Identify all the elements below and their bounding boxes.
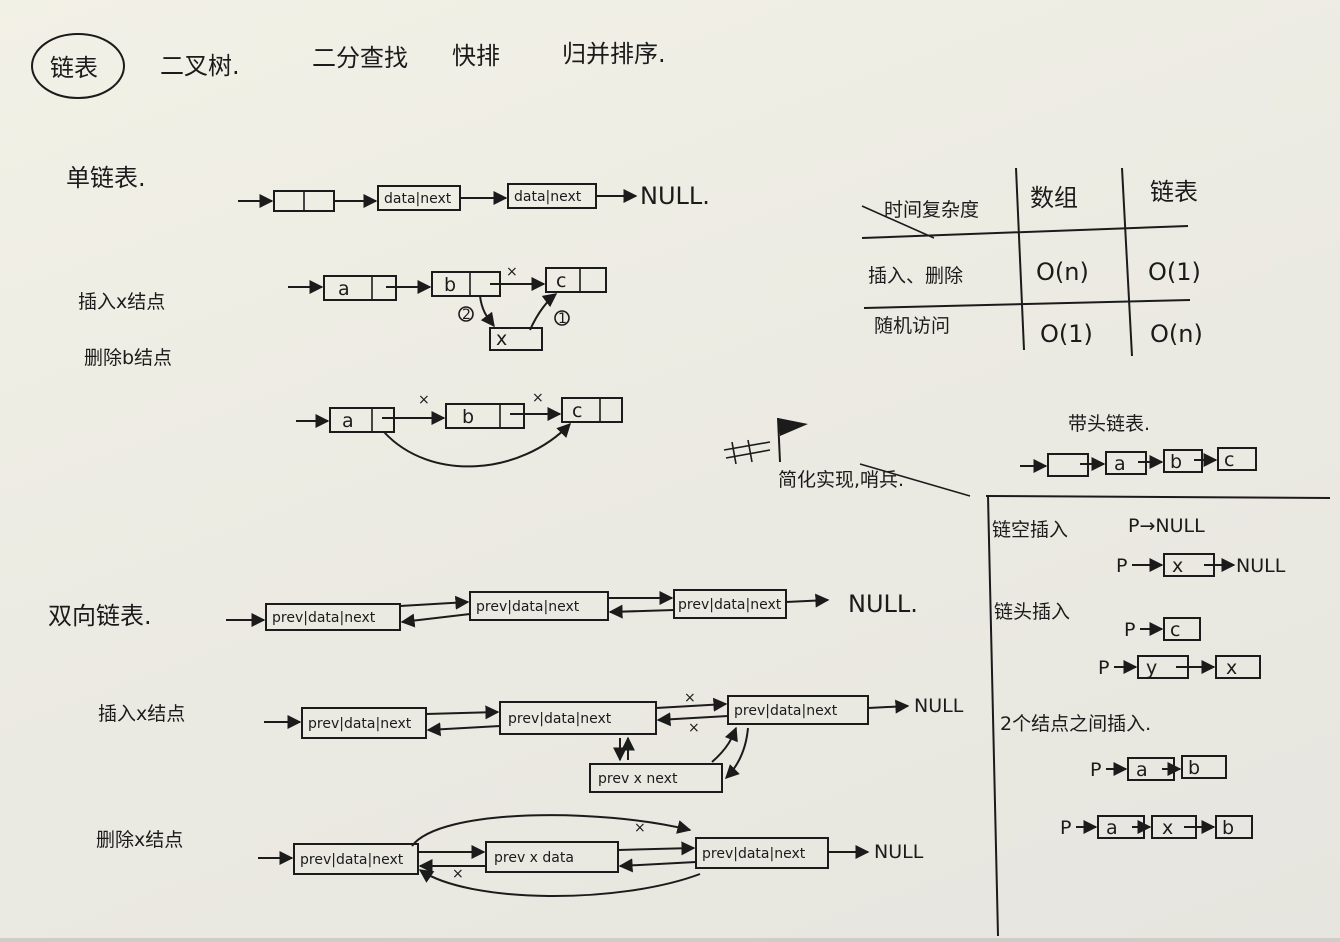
svg-text:prev|data|next: prev|data|next bbox=[734, 703, 838, 719]
doubly-insert-label: 插入x结点 bbox=[98, 703, 185, 725]
complexity-table: 时间复杂度 数组 链表 插入、删除 O(n) O(1) 随机访问 O(1) O(… bbox=[861, 167, 1203, 357]
topic-binary-tree: 二叉树. bbox=[160, 52, 240, 80]
svg-text:×: × bbox=[688, 720, 700, 736]
complexity-col-array: 数组 bbox=[1030, 184, 1078, 212]
svg-text:×: × bbox=[452, 866, 464, 882]
svg-text:×: × bbox=[532, 390, 544, 406]
empty-insert-p: P bbox=[1116, 555, 1127, 577]
svg-text:data|next: data|next bbox=[384, 191, 452, 207]
del-node-c: c bbox=[572, 400, 582, 422]
topic-binary-search: 二分查找 bbox=[312, 44, 408, 72]
svg-text:data|next: data|next bbox=[514, 189, 582, 205]
svg-text:×: × bbox=[418, 392, 430, 408]
doubly-delete-x bbox=[485, 841, 619, 873]
ins-node-c: c bbox=[556, 270, 566, 292]
doubly-node-1 bbox=[265, 603, 401, 631]
singly-insert-label: 插入x结点 bbox=[78, 291, 165, 313]
svg-text:×: × bbox=[634, 820, 646, 836]
doubly-delete-label: 删除x结点 bbox=[96, 829, 183, 851]
sentinel-node-c: c bbox=[1224, 449, 1234, 471]
topic-circle bbox=[31, 33, 125, 99]
empty-insert-label: 链空插入 bbox=[992, 519, 1068, 541]
del-node-b: b bbox=[462, 406, 474, 428]
complexity-corner: 时间复杂度 bbox=[884, 199, 979, 221]
middle-insert-node-a: a bbox=[1136, 759, 1148, 781]
ins-node-a: a bbox=[338, 278, 350, 300]
singly-label: 单链表. bbox=[66, 164, 146, 192]
complexity-row-list-1: O(1) bbox=[1148, 258, 1201, 286]
head-insert-node-x: x bbox=[1226, 657, 1237, 679]
svg-text:b: b bbox=[1222, 817, 1234, 839]
head-insert-node-y: y bbox=[1146, 657, 1157, 679]
middle-insert-node-x: x bbox=[1162, 817, 1173, 839]
middle-insert-node-b: b bbox=[1188, 757, 1200, 779]
del-node-a: a bbox=[342, 410, 354, 432]
complexity-col-list: 链表 bbox=[1150, 178, 1198, 206]
ins-node-x bbox=[489, 327, 543, 351]
sentinel-node-a: a bbox=[1114, 453, 1126, 475]
svg-text:×: × bbox=[684, 690, 696, 706]
topic-quicksort: 快排 bbox=[452, 42, 500, 70]
empty-insert-line1: P→NULL bbox=[1128, 515, 1205, 537]
topic-linked-list: 链表 bbox=[50, 54, 98, 82]
svg-text:x: x bbox=[496, 328, 507, 350]
doubly-node-2 bbox=[469, 591, 609, 621]
svg-text:prev|data|next: prev|data|next bbox=[702, 846, 806, 862]
svg-text:prev|data|next: prev|data|next bbox=[508, 711, 612, 727]
svg-text:P: P bbox=[1098, 657, 1109, 679]
complexity-row-op-2: 随机访问 bbox=[874, 315, 950, 337]
svg-text:prev x next: prev x next bbox=[598, 771, 678, 787]
svg-text:prev x data: prev x data bbox=[494, 850, 574, 866]
complexity-row-op-1: 插入、删除 bbox=[868, 265, 963, 287]
svg-text:P: P bbox=[1124, 619, 1135, 641]
svg-text:prev|data|next: prev|data|next bbox=[272, 610, 376, 626]
svg-text:P: P bbox=[1090, 759, 1101, 781]
svg-text:2: 2 bbox=[462, 307, 471, 323]
doubly-node-3 bbox=[673, 589, 787, 619]
svg-text:a: a bbox=[1106, 817, 1118, 839]
svg-text:P: P bbox=[1060, 817, 1071, 839]
svg-text:prev|data|next: prev|data|next bbox=[678, 597, 782, 613]
svg-text:prev|data|next: prev|data|next bbox=[308, 716, 412, 732]
sentinel-tag: 简化实现,哨兵. bbox=[778, 469, 904, 491]
empty-insert-null: NULL bbox=[1236, 555, 1286, 577]
doubly-null: NULL. bbox=[848, 590, 918, 618]
middle-insert-label: 2个结点之间插入. bbox=[1000, 713, 1151, 735]
sentinel-label: 带头链表. bbox=[1068, 413, 1150, 435]
sentinel-node-b: b bbox=[1170, 451, 1182, 473]
svg-text:prev|data|next: prev|data|next bbox=[300, 852, 404, 868]
ins-node-b: b bbox=[444, 274, 456, 296]
flag-icon bbox=[778, 418, 808, 436]
doubly-delete-null: NULL bbox=[874, 841, 924, 863]
topic-merge-sort: 归并排序. bbox=[562, 40, 666, 68]
head-insert-node-c: c bbox=[1170, 619, 1180, 641]
head-insert-label: 链头插入 bbox=[994, 601, 1070, 623]
doubly-label: 双向链表. bbox=[48, 602, 152, 630]
complexity-row-array-1: O(n) bbox=[1036, 258, 1089, 286]
complexity-row-array-2: O(1) bbox=[1040, 320, 1093, 348]
svg-text:1: 1 bbox=[558, 311, 567, 327]
singly-delete-label: 删除b结点 bbox=[84, 347, 172, 369]
doubly-insert-null: NULL bbox=[914, 695, 964, 717]
svg-text:prev|data|next: prev|data|next bbox=[476, 599, 580, 615]
complexity-row-list-2: O(n) bbox=[1150, 320, 1203, 348]
doubly-insert-x bbox=[589, 763, 723, 793]
singly-null: NULL. bbox=[640, 182, 710, 210]
empty-insert-node: x bbox=[1172, 555, 1183, 577]
svg-text:×: × bbox=[506, 264, 518, 280]
